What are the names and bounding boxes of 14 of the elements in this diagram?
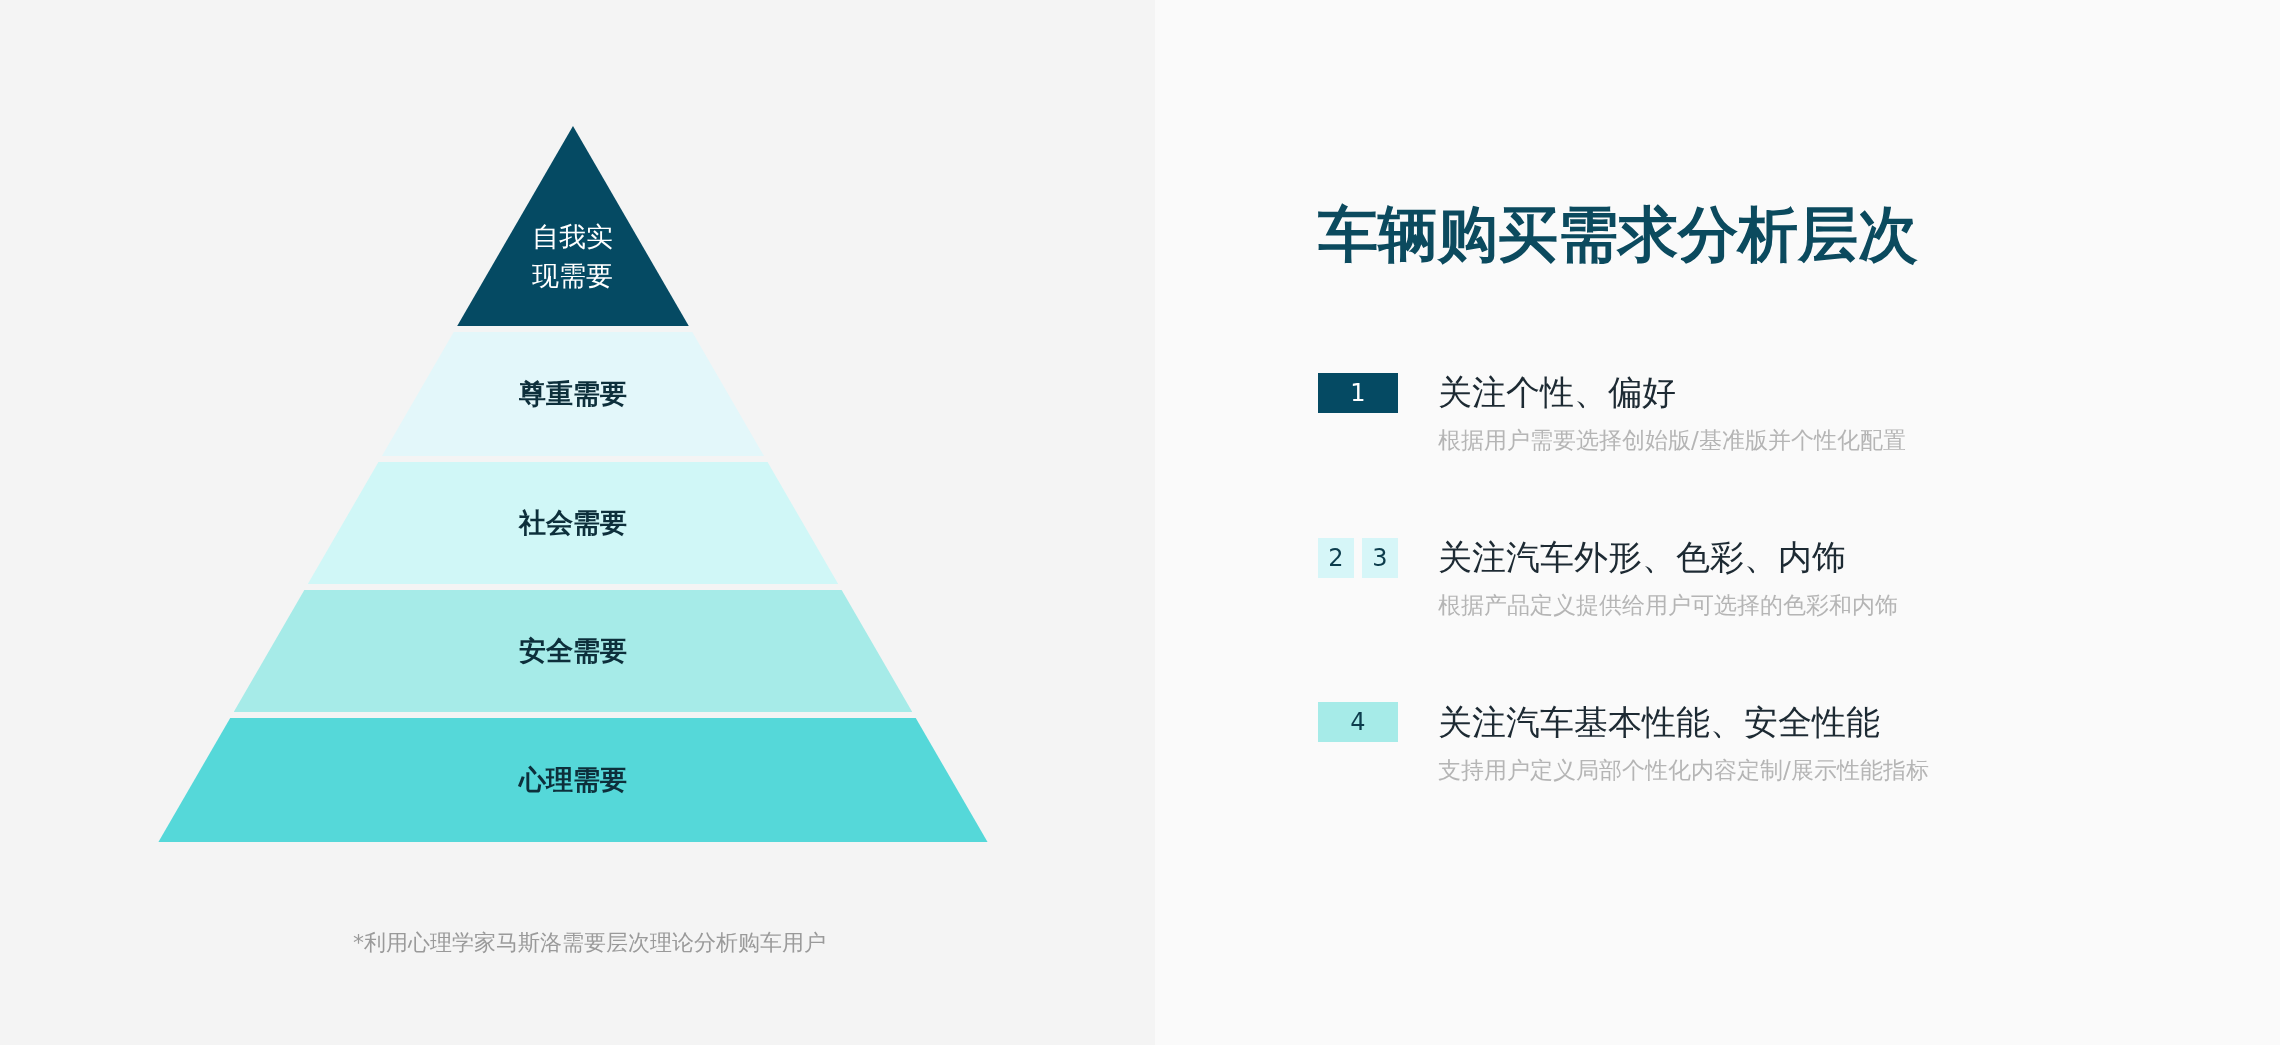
item-description: 支持用户定义局部个性化内容定制/展示性能指标 [1438,756,1929,785]
number-badge: 2 [1318,538,1354,578]
item-heading: 关注汽车基本性能、安全性能 [1438,701,1880,744]
number-badge: 3 [1362,538,1398,578]
item-description: 根据产品定义提供给用户可选择的色彩和内饰 [1438,591,1898,620]
item-heading: 关注个性、偏好 [1438,371,1676,414]
number-badge: 4 [1318,702,1398,742]
footnote: *利用心理学家马斯洛需要层次理论分析购车用户 [353,929,826,957]
item-heading: 关注汽车外形、色彩、内饰 [1438,536,1846,579]
title: 车辆购买需求分析层次 [1318,198,1918,271]
pyramid-level: 心理需要 [158,718,988,842]
pyramid-level: 安全需要 [233,590,913,712]
item-description: 根据用户需要选择创始版/基准版并个性化配置 [1438,426,1906,455]
number-badge: 1 [1318,373,1398,413]
